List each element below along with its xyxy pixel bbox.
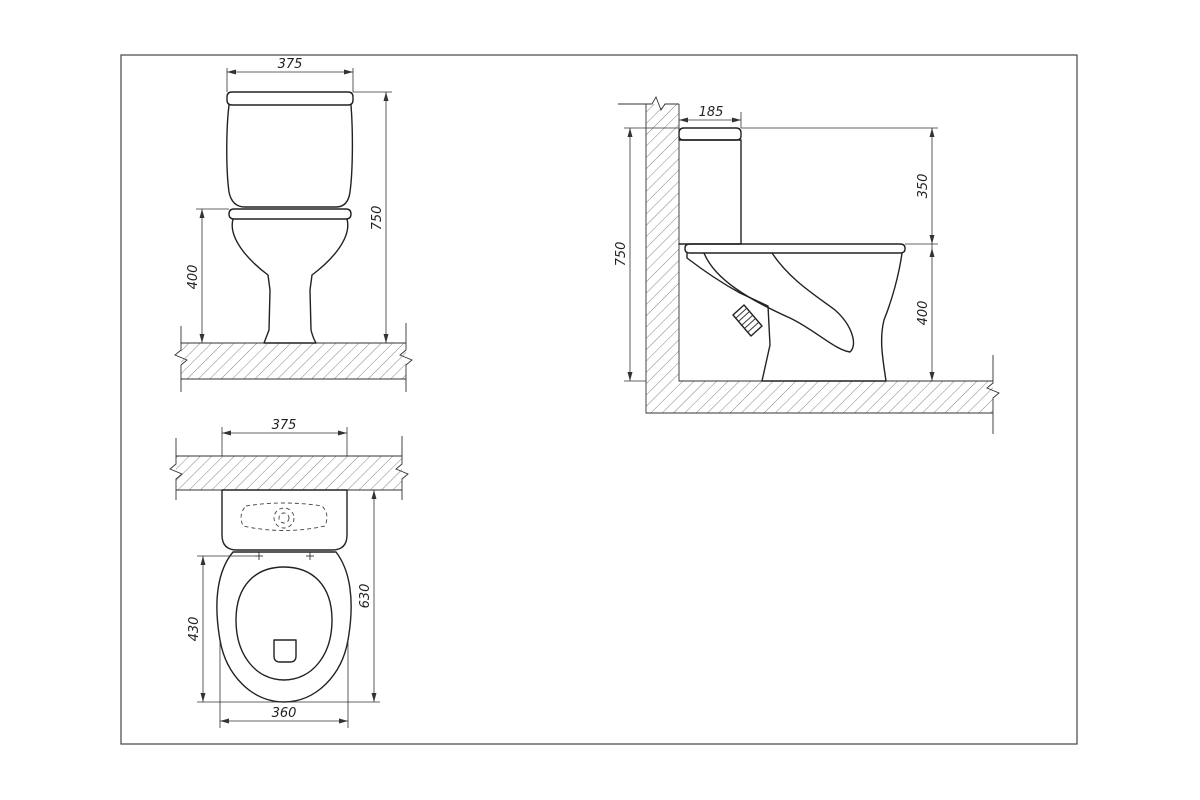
front-bowl <box>231 218 349 344</box>
side-tank-height-dimension: 350 <box>741 127 938 245</box>
side-seat-height-dimension: 400 <box>916 244 935 381</box>
front-width-label: 375 <box>278 57 303 72</box>
flush-button-icon <box>273 507 295 529</box>
top-tank-dashed-outline <box>240 502 328 531</box>
side-height-dimension: 750 <box>614 127 679 382</box>
side-height-label: 750 <box>614 242 629 267</box>
side-tank-depth-label: 185 <box>699 105 724 120</box>
side-tank-depth-dimension: 185 <box>679 105 742 128</box>
top-bowl-width-label: 360 <box>272 706 297 721</box>
front-view: 375 750 400 <box>174 57 413 392</box>
front-floor <box>174 323 413 392</box>
drawing-frame <box>120 54 1078 745</box>
front-tank-lid <box>226 91 354 106</box>
top-width-label: 375 <box>272 418 297 433</box>
front-seat <box>228 208 352 220</box>
side-seat-height-label: 400 <box>916 301 931 326</box>
top-drain <box>273 639 297 663</box>
hinge-marks <box>255 552 314 560</box>
side-tank <box>678 127 742 141</box>
side-trapway <box>703 252 855 353</box>
side-view: 185 750 350 400 <box>614 95 1000 434</box>
side-tank-height-label: 350 <box>916 174 931 199</box>
top-bowl-width-dimension: 360 <box>219 640 349 728</box>
front-seat-height-dimension: 400 <box>186 208 229 343</box>
side-outlet <box>732 304 763 337</box>
top-view: 375 630 430 360 <box>169 418 409 728</box>
front-seat-height-label: 400 <box>186 265 201 290</box>
top-tank <box>221 489 348 551</box>
top-bowl-opening <box>235 566 333 681</box>
front-height-label: 750 <box>370 206 385 231</box>
front-height-dimension: 750 <box>353 91 392 343</box>
top-depth-dimension: 630 <box>284 489 380 703</box>
side-wall-floor <box>618 95 1000 434</box>
top-wall <box>169 436 409 500</box>
top-depth-label: 630 <box>358 584 373 609</box>
side-seat <box>684 243 906 254</box>
top-bowl-length-label: 430 <box>187 617 202 642</box>
top-bowl-length-dimension: 430 <box>187 555 284 703</box>
front-width-dimension: 375 <box>226 57 354 92</box>
top-width-dimension: 375 <box>221 418 348 456</box>
front-tank-body <box>226 104 354 208</box>
side-bowl-outer <box>686 252 903 382</box>
